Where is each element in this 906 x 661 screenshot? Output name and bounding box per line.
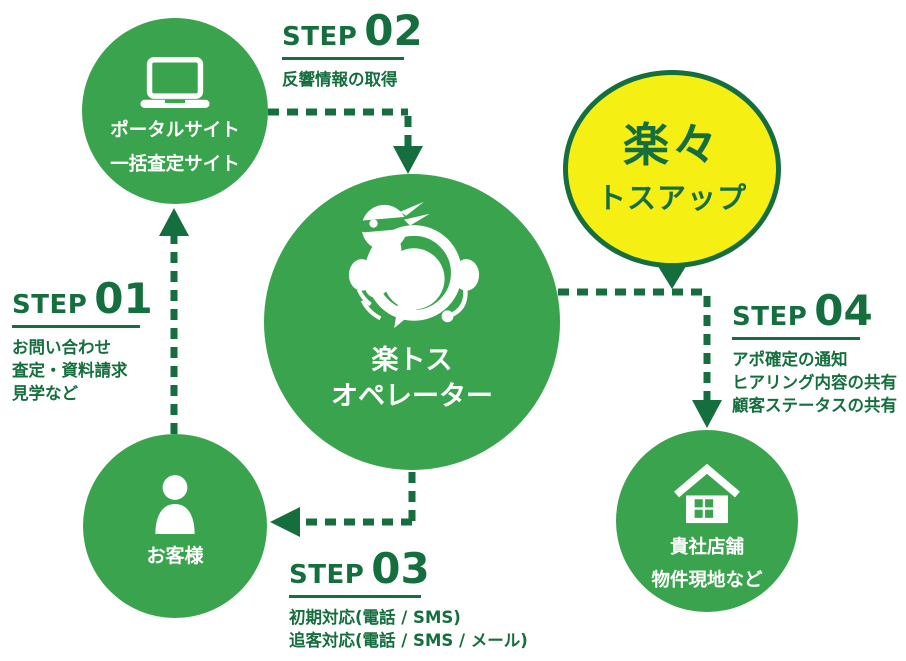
node-rakutosu-operator: 楽トス オペレーター — [264, 174, 560, 470]
arrow-customer-to-portal — [159, 208, 189, 434]
step-03-line2: 追客対応(電話 / SMS / メール) — [289, 630, 528, 650]
step-02-rule — [282, 57, 404, 60]
step-04-block: STEP 04 アポ確定の通知 ヒアリング内容の共有 顧客ステータスの共有 — [732, 290, 897, 417]
step-01-word: STEP — [12, 290, 88, 320]
operator-mascot-icon — [348, 201, 480, 329]
step-04-line1: アポ確定の通知 — [732, 350, 848, 369]
node-portal-site: ポータルサイト 一括査定サイト — [82, 18, 268, 204]
step-02-line1: 反響情報の取得 — [282, 70, 398, 89]
step-03-number: 03 — [371, 544, 430, 593]
step-03-word: STEP — [289, 560, 365, 590]
step-02-word: STEP — [282, 22, 358, 52]
step-04-number: 04 — [814, 286, 873, 335]
bubble-tail — [656, 263, 688, 289]
step-02-block: STEP 02 反響情報の取得 — [282, 10, 423, 92]
step-04-line3: 顧客ステータスの共有 — [732, 395, 897, 415]
laptop-icon — [140, 57, 210, 108]
node-customer: お客様 — [83, 434, 267, 618]
arrow-operator-to-customer — [270, 472, 416, 537]
step-01-number: 01 — [94, 274, 153, 323]
tossup-callout-bubble: 楽々 トスアップ — [563, 70, 781, 289]
node-office: 貴社店舗 物件現地など — [616, 430, 798, 612]
arrow-operator-to-office — [558, 288, 722, 428]
step-02-number: 02 — [364, 6, 423, 55]
operator-label-line1: 楽トス — [371, 345, 453, 376]
step-04-line2: ヒアリング内容の共有 — [732, 372, 897, 392]
portal-label-line1: ポータルサイト — [110, 120, 240, 141]
house-icon — [674, 463, 740, 524]
step-03-rule — [289, 595, 421, 598]
portal-label-line2: 一括査定サイト — [110, 154, 240, 175]
step-01-line3: 見学など — [12, 383, 78, 403]
step-03-block: STEP 03 初期対応(電話 / SMS) 追客対応(電話 / SMS / メ… — [289, 548, 528, 653]
step-01-line1: お問い合わせ — [12, 338, 111, 357]
step-02-title: STEP 02 — [282, 6, 423, 55]
step-04-title: STEP 04 — [732, 286, 897, 335]
step-03-line1: 初期対応(電話 / SMS) — [289, 608, 461, 627]
operator-label-line2: オペレーター — [331, 381, 493, 412]
bubble-line1: 楽々 — [623, 117, 721, 172]
step-04-rule — [732, 337, 860, 340]
step-01-rule — [12, 325, 140, 328]
bubble-line2: トスアップ — [596, 181, 747, 216]
step-01-block: STEP 01 お問い合わせ 査定・資料請求 見学など — [12, 278, 153, 405]
step-03-title: STEP 03 — [289, 544, 528, 593]
step-01-line2: 査定・資料請求 — [12, 360, 128, 380]
person-icon — [155, 475, 195, 534]
step-01-title: STEP 01 — [12, 274, 153, 323]
customer-label: お客様 — [146, 545, 204, 567]
step-04-word: STEP — [732, 302, 808, 332]
arrow-portal-to-operator — [268, 108, 423, 174]
office-label-line2: 物件現地など — [651, 570, 763, 591]
office-label-line1: 貴社店舗 — [669, 537, 744, 558]
